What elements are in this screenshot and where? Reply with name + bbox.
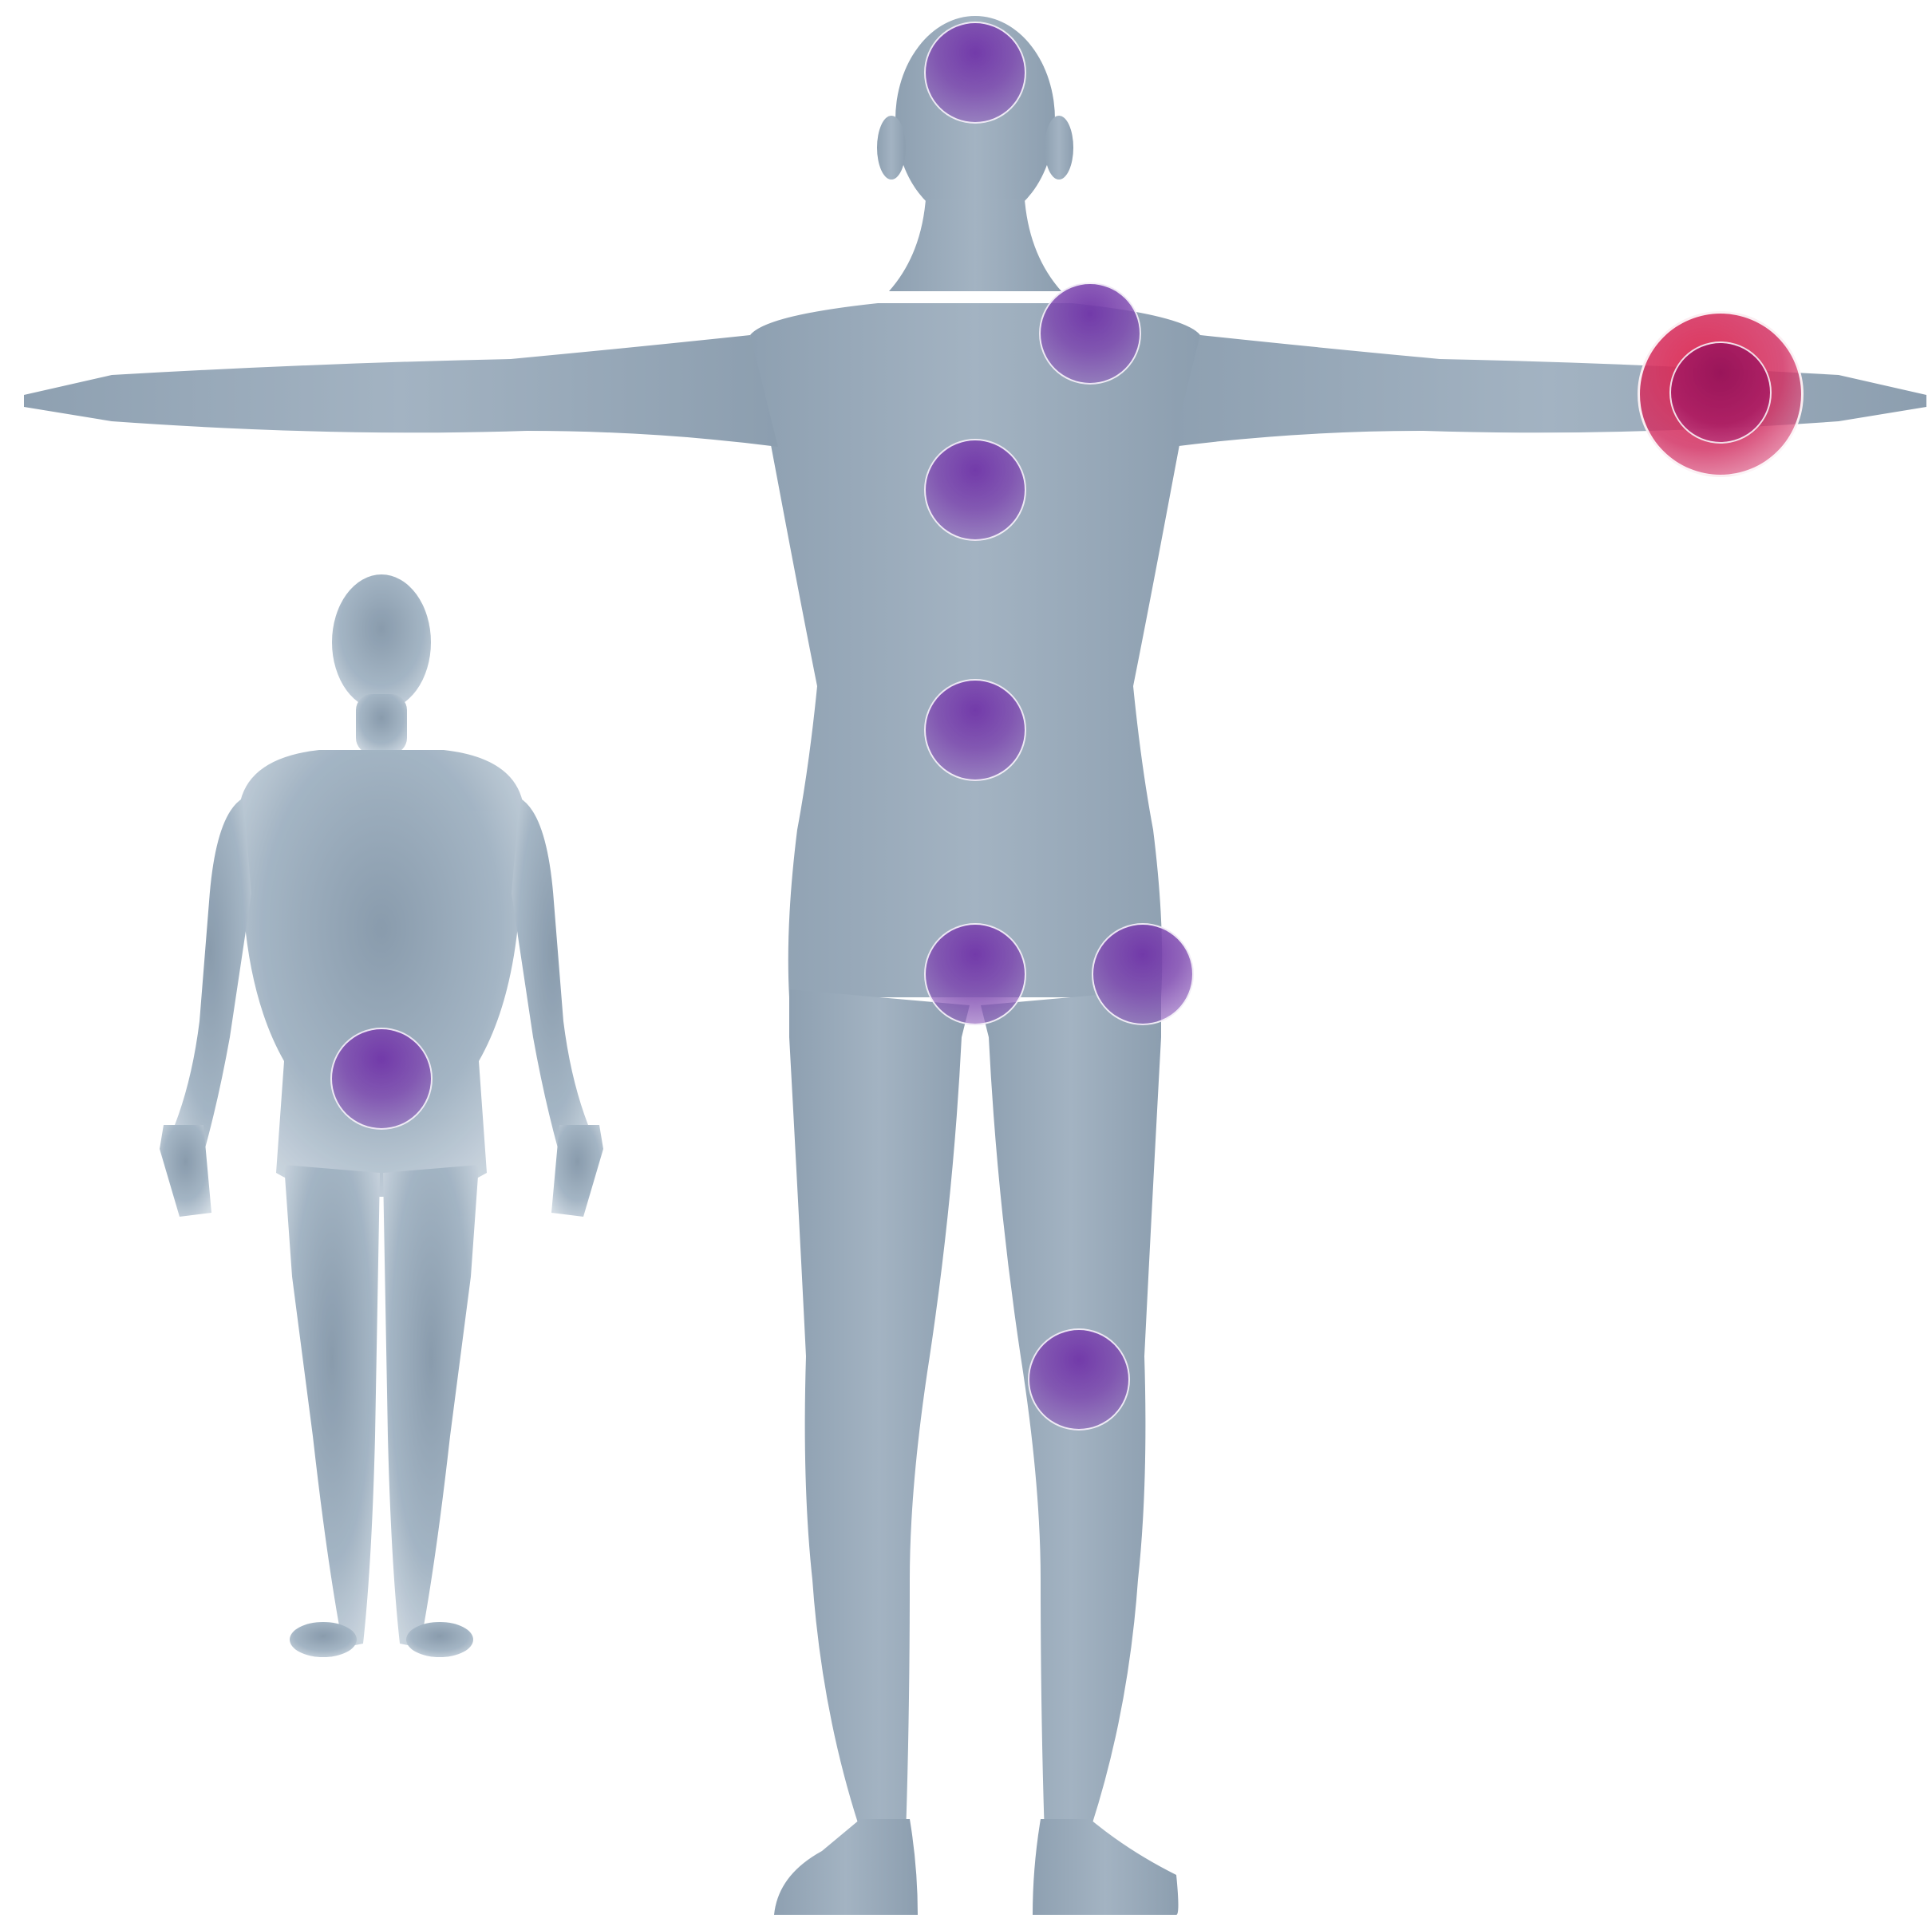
back-left-hand <box>160 1125 211 1217</box>
front-left-ear <box>877 116 906 180</box>
back-right-foot <box>406 1622 473 1657</box>
back-head <box>332 574 431 710</box>
back-right-arm <box>512 798 594 1181</box>
back-left-arm <box>169 798 251 1181</box>
back-right-hand <box>551 1125 603 1217</box>
hotspot-lower-back[interactable] <box>330 1028 433 1130</box>
hotspot-left-knee[interactable] <box>1028 1328 1130 1431</box>
front-neck <box>889 199 1061 291</box>
front-left-leg <box>789 989 970 1835</box>
hotspot-chest[interactable] <box>924 439 1026 541</box>
back-left-foot <box>290 1622 357 1657</box>
hotspot-groin[interactable] <box>924 923 1026 1025</box>
front-left-arm <box>24 335 778 447</box>
hotspot-left-hip[interactable] <box>1092 923 1194 1025</box>
front-torso <box>750 303 1200 997</box>
back-left-leg <box>284 1165 380 1648</box>
back-torso <box>239 750 523 1197</box>
front-right-arm <box>1172 335 1926 447</box>
front-left-foot <box>774 1819 918 1915</box>
hotspot-left-shoulder[interactable] <box>1039 282 1141 385</box>
back-right-leg <box>383 1165 479 1648</box>
hotspot-head[interactable] <box>924 22 1026 124</box>
back-neck <box>356 694 407 754</box>
front-right-ear <box>1045 116 1073 180</box>
hotspot-left-forearm-core[interactable] <box>1669 341 1772 444</box>
hotspot-abdomen[interactable] <box>924 679 1026 781</box>
front-right-foot <box>1033 1819 1179 1915</box>
